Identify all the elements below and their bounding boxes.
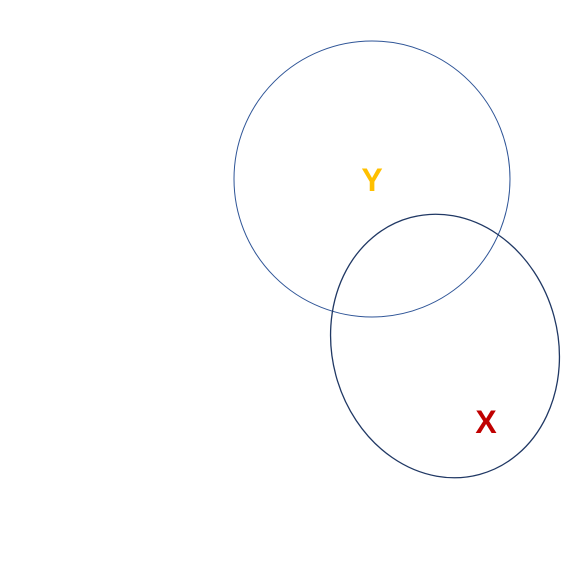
label-x: X	[475, 404, 497, 440]
label-y: Y	[361, 162, 382, 198]
circle-y	[233, 40, 511, 318]
ellipse-x	[329, 213, 561, 479]
